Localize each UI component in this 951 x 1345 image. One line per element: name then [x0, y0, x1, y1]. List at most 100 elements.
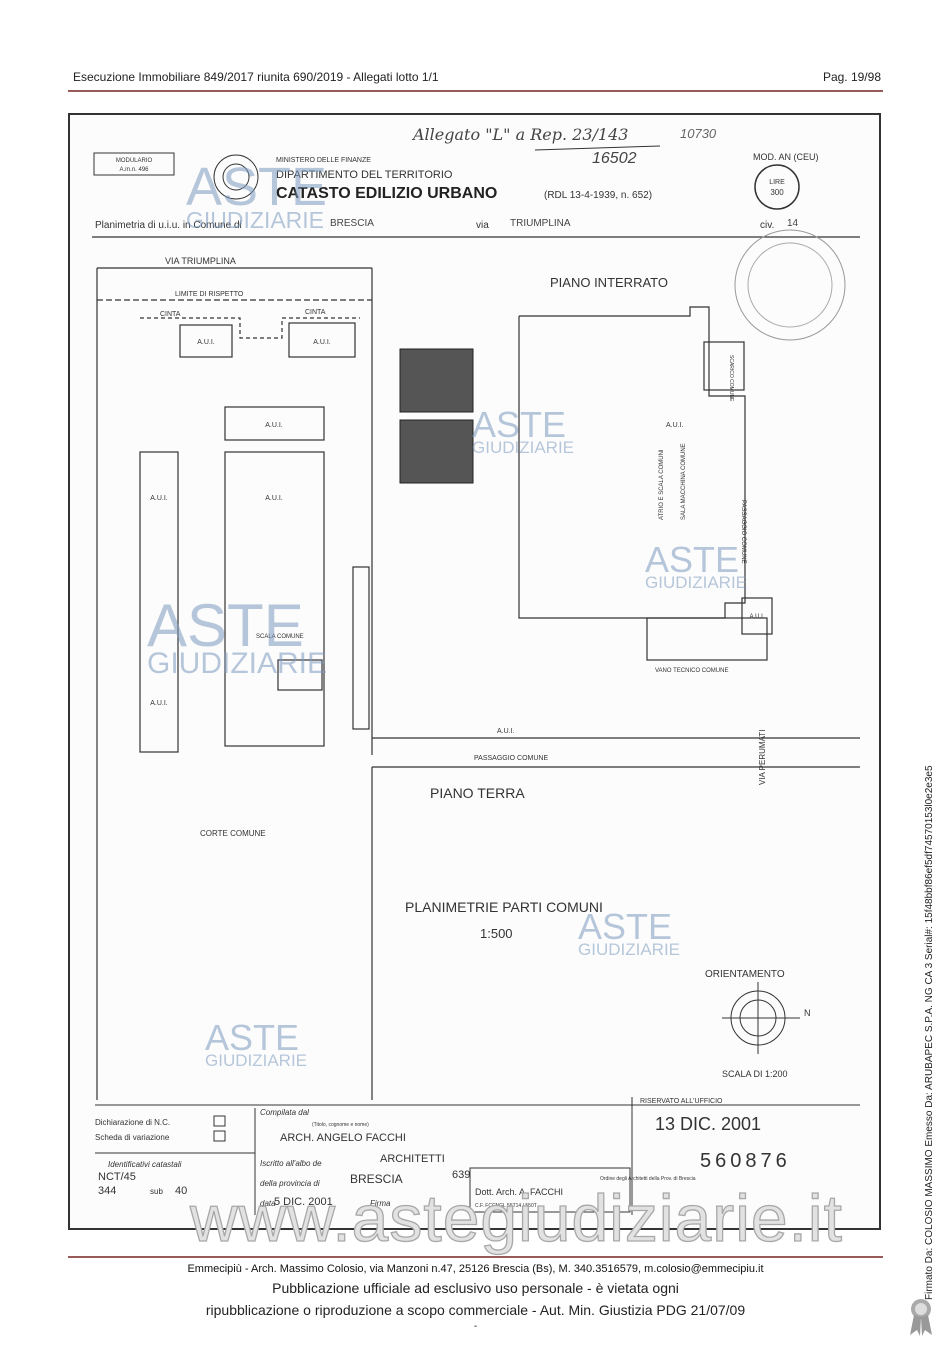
aui-label: A.U.I.: [749, 614, 764, 620]
iscritto-label: Iscritto all'albo de: [260, 1159, 322, 1168]
cinta-label-right: CINTA: [305, 309, 326, 316]
modulario-box: [93, 152, 175, 176]
plan-scale-text: 1:500: [480, 926, 513, 941]
comune-value: BRESCIA: [330, 218, 374, 229]
data-label: data: [260, 1199, 276, 1208]
aui-label: A.U.I.: [150, 700, 168, 707]
firma-label: Firma: [370, 1199, 391, 1208]
sub-label: sub: [150, 1187, 163, 1196]
sala-macchina-label: SALA MACCHINA COMUNE: [681, 443, 687, 520]
handwritten-number: 16502: [592, 150, 637, 167]
civ-value: 14: [787, 218, 799, 229]
handwritten-code: 10730: [680, 126, 717, 141]
piano-interrato-label: PIANO INTERRATO: [550, 275, 668, 290]
via-triumplina-label: VIA TRIUMPLINA: [165, 256, 236, 266]
compiler-name: ARCH. ANGELO FACCHI: [280, 1132, 406, 1144]
albo-number: 639: [452, 1169, 470, 1181]
sub-value: 40: [175, 1185, 187, 1197]
provincia-value: BRESCIA: [350, 1172, 403, 1186]
footer-dash: -: [473, 1321, 478, 1332]
footer-notice: Pubblicazione ufficiale ad esclusivo uso…: [0, 1277, 951, 1333]
watermark-url: www.astegiudiziarie.it: [189, 1180, 843, 1255]
signature-seal-icon: [910, 1299, 932, 1336]
aui-label: A.U.I.: [150, 495, 168, 502]
cinta-label-left: CINTA: [160, 311, 181, 318]
watermark-text: ASTE: [645, 539, 740, 580]
riservato-date: 13 DIC. 2001: [655, 1114, 761, 1134]
ground-floor-plan: VIA TRIUMPLINA LIMITE DI RISPETTO CINTA …: [96, 256, 860, 1100]
aui-label: A.U.I.: [313, 339, 331, 346]
compilata-label: Compilata dal: [260, 1108, 309, 1117]
data-value: 5 DIC. 2001: [274, 1196, 333, 1208]
header-divider: [68, 90, 883, 92]
scala-label: SCALA DI 1:200: [722, 1069, 788, 1079]
planimetrie-title: PLANIMETRIE PARTI COMUNI: [405, 899, 603, 915]
law-ref: (RDL 13-4-1939, n. 652): [544, 190, 652, 201]
watermark-text: GIUDIZIARIE: [645, 572, 748, 592]
footer-notice-line1: Pubblicazione ufficiale ad esclusivo uso…: [272, 1280, 679, 1296]
handwritten-annotation: Allegato "L" a Rep. 23/143: [411, 125, 628, 144]
watermark-text: ASTE: [147, 592, 304, 659]
limite-label: LIMITE DI RISPETTO: [175, 291, 244, 298]
piano-terra-label: PIANO TERRA: [430, 785, 525, 801]
modulario-label: MODULARIO: [116, 158, 153, 164]
revenue-stamp-1: [399, 348, 474, 413]
provincia-label: della provincia di: [260, 1179, 320, 1188]
dichiarazione-label: Dichiarazione di N.C.: [95, 1118, 170, 1127]
scala-comune-label: SCALA COMUNE: [256, 634, 304, 640]
bottom-form-box: [95, 1097, 860, 1215]
passaggio-interrato-label: PASSAGGIO COMUNE: [740, 500, 746, 564]
revenue-stamp-2: [399, 419, 474, 484]
passaggio-comune-label: PASSAGGIO COMUNE: [474, 755, 548, 762]
watermark-text: GIUDIZIARIE: [578, 939, 681, 959]
identificativi-label: Identificativi catastali: [108, 1160, 182, 1169]
scheda-variazione-label: Scheda di variazione: [95, 1133, 170, 1142]
riservato-number: 560876: [700, 1150, 791, 1172]
page-number: Pag. 19/98: [822, 70, 881, 84]
id1-value: NCT/45: [98, 1171, 136, 1183]
aui-label: A.U.I.: [666, 422, 684, 429]
albo-value: ARCHITETTI: [380, 1153, 445, 1165]
planimetria-label: Planimetria di u.i.u. in Comune di: [95, 220, 242, 231]
office-seal-stamp: [734, 229, 846, 341]
footer-author: Emmecipiù - Arch. Massimo Colosio, via M…: [187, 1263, 764, 1275]
aui-label: A.U.I.: [197, 339, 215, 346]
vano-tecnico-label: VANO TECNICO COMUNE: [655, 668, 728, 674]
stamp-name: Dott. Arch. A. FACCHI: [475, 1187, 563, 1197]
corte-comune-label: CORTE COMUNE: [200, 829, 266, 838]
republic-emblem-icon: [213, 154, 259, 200]
stamp-cf: C.F. FCCNGL 55T14 L550T: [475, 1203, 537, 1209]
stamp-value: 300: [770, 188, 784, 197]
aui-label: A.U.I.: [265, 422, 283, 429]
aui-label: A.U.I.: [265, 495, 283, 502]
titolo-hint: (Titolo, cognome e nome): [312, 1122, 369, 1128]
mod-label: MOD. AN (CEU): [753, 152, 819, 162]
via-perumati-label: VIA PERUMATI: [758, 730, 767, 785]
civ-label: civ.: [760, 220, 774, 231]
digital-signature-text: Firmato Da: COLOSIO MASSIMO Emesso Da: A…: [924, 765, 935, 1300]
architect-stamp: [469, 1167, 631, 1213]
watermark-text: GIUDIZIARIE: [186, 206, 325, 233]
aui-label: A.U.I.: [497, 728, 515, 735]
ministry-label: MINISTERO DELLE FINANZE: [276, 157, 371, 164]
watermark-text: GIUDIZIARIE: [147, 647, 328, 680]
basement-plan: PIANO INTERRATO SCARICO COMUNE ATRIO E S…: [518, 275, 773, 674]
catasto-title: CATASTO EDILIZIO URBANO: [276, 185, 497, 202]
id2-value: 344: [98, 1185, 116, 1197]
scarico-label: SCARICO COMUNE: [728, 355, 734, 402]
via-value: TRIUMPLINA: [510, 218, 571, 229]
stamp-circle: [754, 164, 800, 210]
atrio-label: ATRIO E SCALA COMUNI: [659, 449, 665, 520]
compass-icon: [722, 982, 800, 1054]
stamp-ordine: Ordine degli Architetti della Prov. di B…: [600, 1176, 696, 1182]
footer-divider: [68, 1256, 883, 1258]
department-label: DIPARTIMENTO DEL TERRITORIO: [276, 169, 453, 181]
riservato-label: RISERVATO ALL'UFFICIO: [640, 1098, 723, 1105]
watermark-text: ASTE: [205, 1017, 300, 1058]
document-header-title: Esecuzione Immobiliare 849/2017 riunita …: [73, 70, 439, 84]
